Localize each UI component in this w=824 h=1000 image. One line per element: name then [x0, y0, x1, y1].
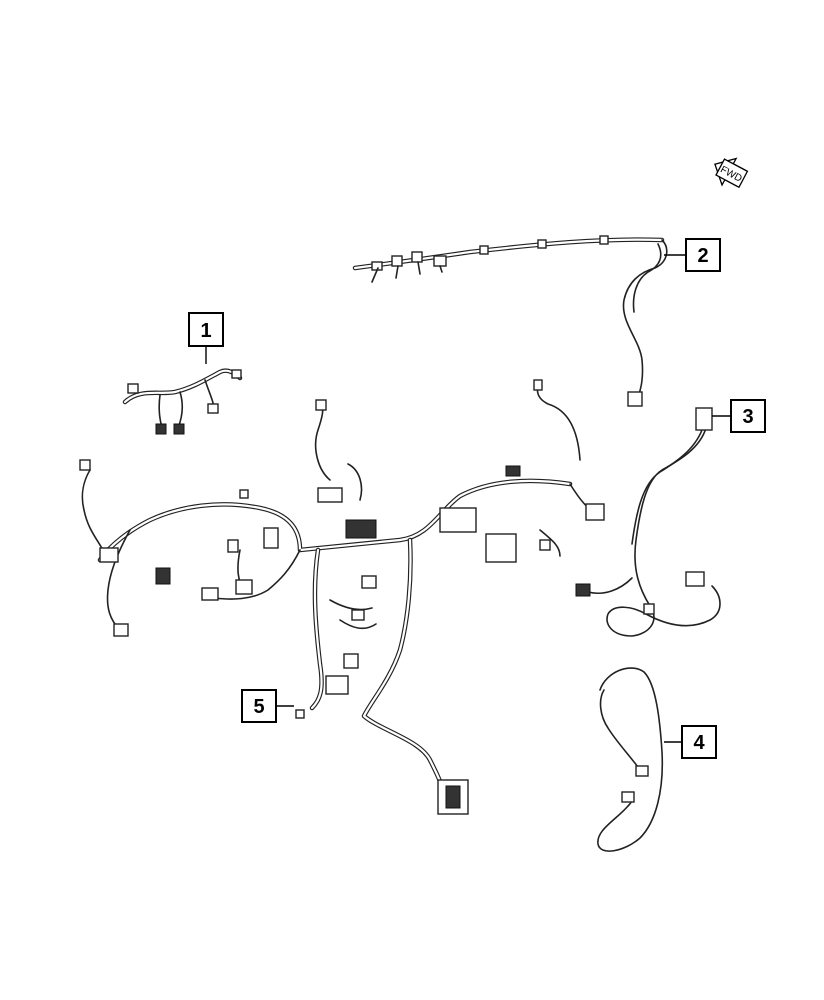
callout-2-label: 2	[697, 245, 708, 267]
harness-part-5	[79, 379, 605, 815]
harness-part-1	[122, 368, 243, 435]
callout-4-label: 4	[693, 732, 705, 754]
callout-2[interactable]: 2	[664, 238, 721, 272]
callout-5-label: 5	[253, 696, 264, 718]
harness-part-3	[575, 407, 721, 637]
harness-part-4	[597, 667, 664, 852]
callout-3-label: 3	[742, 406, 753, 428]
callout-1-label: 1	[200, 320, 211, 342]
harness-part-2	[352, 235, 668, 407]
callout-4[interactable]: 4	[664, 725, 717, 759]
callout-1[interactable]: 1	[188, 312, 224, 364]
fwd-arrow-icon: FWD	[714, 157, 749, 189]
callout-3[interactable]: 3	[712, 399, 766, 433]
callout-5[interactable]: 5	[241, 689, 294, 723]
